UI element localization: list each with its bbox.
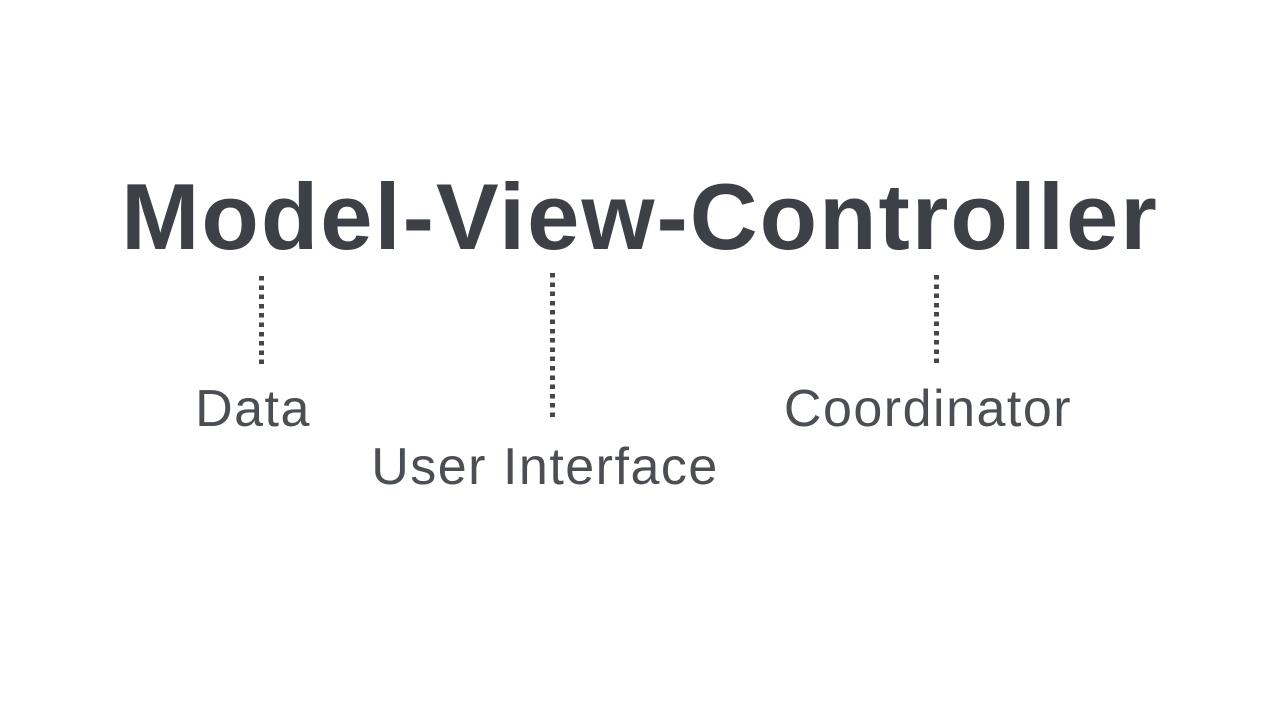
page-title: Model-View-Controller bbox=[121, 164, 1159, 269]
dotted-connector-view-to-user-interface bbox=[550, 273, 555, 420]
label-user-interface: User Interface bbox=[371, 438, 719, 496]
dotted-connector-model-to-data bbox=[259, 276, 264, 368]
label-coordinator: Coordinator bbox=[783, 380, 1073, 438]
dotted-connector-controller-to-coordinator bbox=[934, 275, 939, 368]
label-data: Data bbox=[195, 380, 311, 438]
